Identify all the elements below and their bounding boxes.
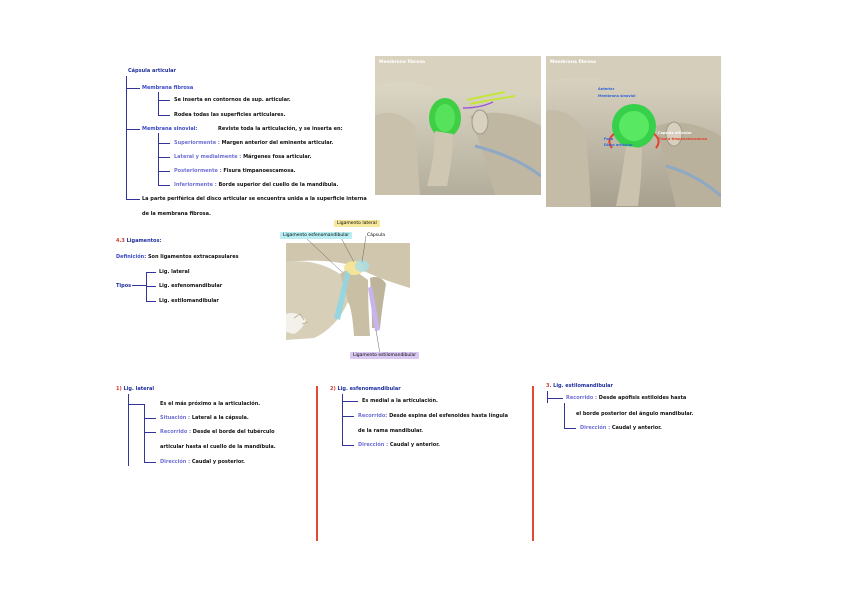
col2-direccion-text: Caudal y anterior. (390, 442, 440, 448)
col1-direccion-text: Caudal y posterior. (192, 459, 245, 465)
tree-line (144, 404, 145, 462)
tree-branch (158, 185, 170, 186)
col3-recorrido-label: Recorrido : (566, 395, 597, 401)
tree-branch (564, 428, 576, 429)
tree-line (126, 76, 127, 200)
ligament-diagram: Ligamento lateral Ligamento esfenomandib… (276, 218, 422, 370)
col1-title: Lig. lateral (124, 386, 155, 392)
col3-number: 3. (546, 383, 551, 389)
definicion-label: Definición: (116, 254, 146, 260)
jaw-illustration (276, 218, 422, 370)
col3-title: Lig. estilomandibular (553, 383, 613, 389)
tree-branch (342, 416, 354, 417)
fibrosa-label: Membrana fibrosa (142, 85, 193, 91)
inf-text: Borde superior del cuello de la mandíbul… (219, 182, 339, 188)
col1-line-1: Es el más próximo a la articulación. (160, 401, 260, 407)
fibrosa-item-1: Se inserta en contornos de sup. articula… (174, 97, 291, 103)
tree-line (158, 92, 159, 116)
tree-branch (126, 199, 140, 200)
sinovial-label: Membrana sinovial: (142, 126, 197, 132)
lat-label: Lateral y medialmente : (174, 154, 241, 160)
tag-lig-estilomandibular: Ligamento estilomandibular (350, 352, 419, 359)
col1-direccion-label: Dirección : (160, 459, 190, 465)
tree-branch (158, 171, 170, 172)
col2-number: 2) (330, 386, 336, 392)
tree-line (158, 133, 159, 186)
left-image-title: Membrana fibrosa (379, 60, 425, 66)
tipo-item-1: Lig. lateral (159, 269, 190, 275)
label-fisura: Fisura timpanoescamosa (658, 136, 707, 142)
col1-recorrido-text: Desde el borde del tubérculo (193, 429, 275, 435)
tree-branch (132, 285, 146, 286)
tree-branch (126, 129, 140, 130)
label-disco: Disco articular (604, 142, 633, 148)
col3-direccion-label: Dirección : (580, 425, 610, 431)
label-sinovial: Membrana sinovial (598, 93, 635, 99)
tag-lig-lateral: Ligamento lateral (334, 220, 380, 227)
col1-recorrido-cont: articular hasta el cuello de la mandíbul… (160, 444, 276, 450)
col2-recorrido-text: Desde espina del esfenoides hasta língul… (389, 413, 508, 419)
col2-recorrido-label: Recorrido: (358, 413, 387, 419)
tree-branch (146, 286, 156, 287)
right-image-title: Membrana fibrosa (550, 60, 596, 66)
col1-situacion-label: Situación : (160, 415, 190, 421)
tree-line (564, 403, 565, 429)
sinovial-text: Reviste toda la articulación, y se inser… (218, 126, 343, 132)
inf-label: Inferiormente : (174, 182, 217, 188)
col3-recorrido-cont: el borde posterior del ángulo mandibular… (576, 411, 693, 417)
tipo-item-2: Lig. esfenomandibular (159, 283, 222, 289)
tree-branch (158, 157, 170, 158)
col2-recorrido-cont: de la rama mandibular. (358, 428, 423, 434)
col1-recorrido-label: Recorrido : (160, 429, 191, 435)
tree-line (146, 272, 147, 302)
col1-number: 1) (116, 386, 122, 392)
tree-branch (146, 301, 156, 302)
label-anterior: Anterior (598, 86, 614, 92)
column-divider (316, 386, 318, 541)
tree-branch (144, 462, 156, 463)
tag-capsula: Cápsula (364, 232, 388, 239)
anatomy-image-left: Membrana fibrosa (375, 56, 541, 195)
tree-branch (342, 445, 354, 446)
tree-branch (144, 418, 156, 419)
tag-lig-esfenomandibular: Ligamento esfenomandibular (280, 232, 352, 239)
tree-branch (158, 115, 170, 116)
definicion-text: Son ligamentos extracapsulares (148, 254, 239, 260)
lat-text: Márgenes fosa articular. (243, 154, 311, 160)
note-line-1: La parte periférica del disco articular … (142, 196, 367, 202)
tipos-label: Tipos (116, 283, 131, 289)
skull-illustration-right (546, 56, 721, 207)
fibrosa-item-2: Rodea todas las superficies articulares. (174, 112, 285, 118)
col2-line-1: Es medial a la articulación. (362, 398, 438, 404)
tree-branch (158, 143, 170, 144)
skull-illustration-left (375, 56, 541, 195)
post-text: Fisura timpanoescamosa. (223, 168, 295, 174)
note-line-2: de la membrana fibrosa. (142, 211, 211, 217)
sup-text: Margen anterior del eminente articular. (222, 140, 334, 146)
tipo-item-3: Lig. estilomandibular (159, 298, 219, 304)
anatomy-image-right: Membrana fibrosa Anterior Membrana sinov… (546, 56, 721, 207)
tree-branch (547, 398, 563, 399)
tree-branch (128, 404, 144, 405)
col3-direccion-text: Caudal y anterior. (612, 425, 662, 431)
tree-branch (158, 100, 170, 101)
sup-label: Superiormente : (174, 140, 220, 146)
post-label: Posteriormente : (174, 168, 222, 174)
column-divider (532, 386, 534, 541)
tree-line (547, 391, 548, 403)
section-title: Ligamentos: (127, 238, 162, 244)
tree-branch (342, 401, 358, 402)
col2-direccion-label: Dirección : (358, 442, 388, 448)
col3-recorrido-text: Desde apófisis estiloides hasta (599, 395, 686, 401)
capsula-title: Cápsula articular (128, 68, 176, 74)
tree-branch (144, 432, 156, 433)
section-number: 4.3 (116, 238, 125, 244)
col1-situacion-text: Lateral a la cápsula. (192, 415, 249, 421)
tree-branch (146, 272, 156, 273)
col2-title: Lig. esfenomandibular (338, 386, 401, 392)
tree-branch (126, 88, 140, 89)
